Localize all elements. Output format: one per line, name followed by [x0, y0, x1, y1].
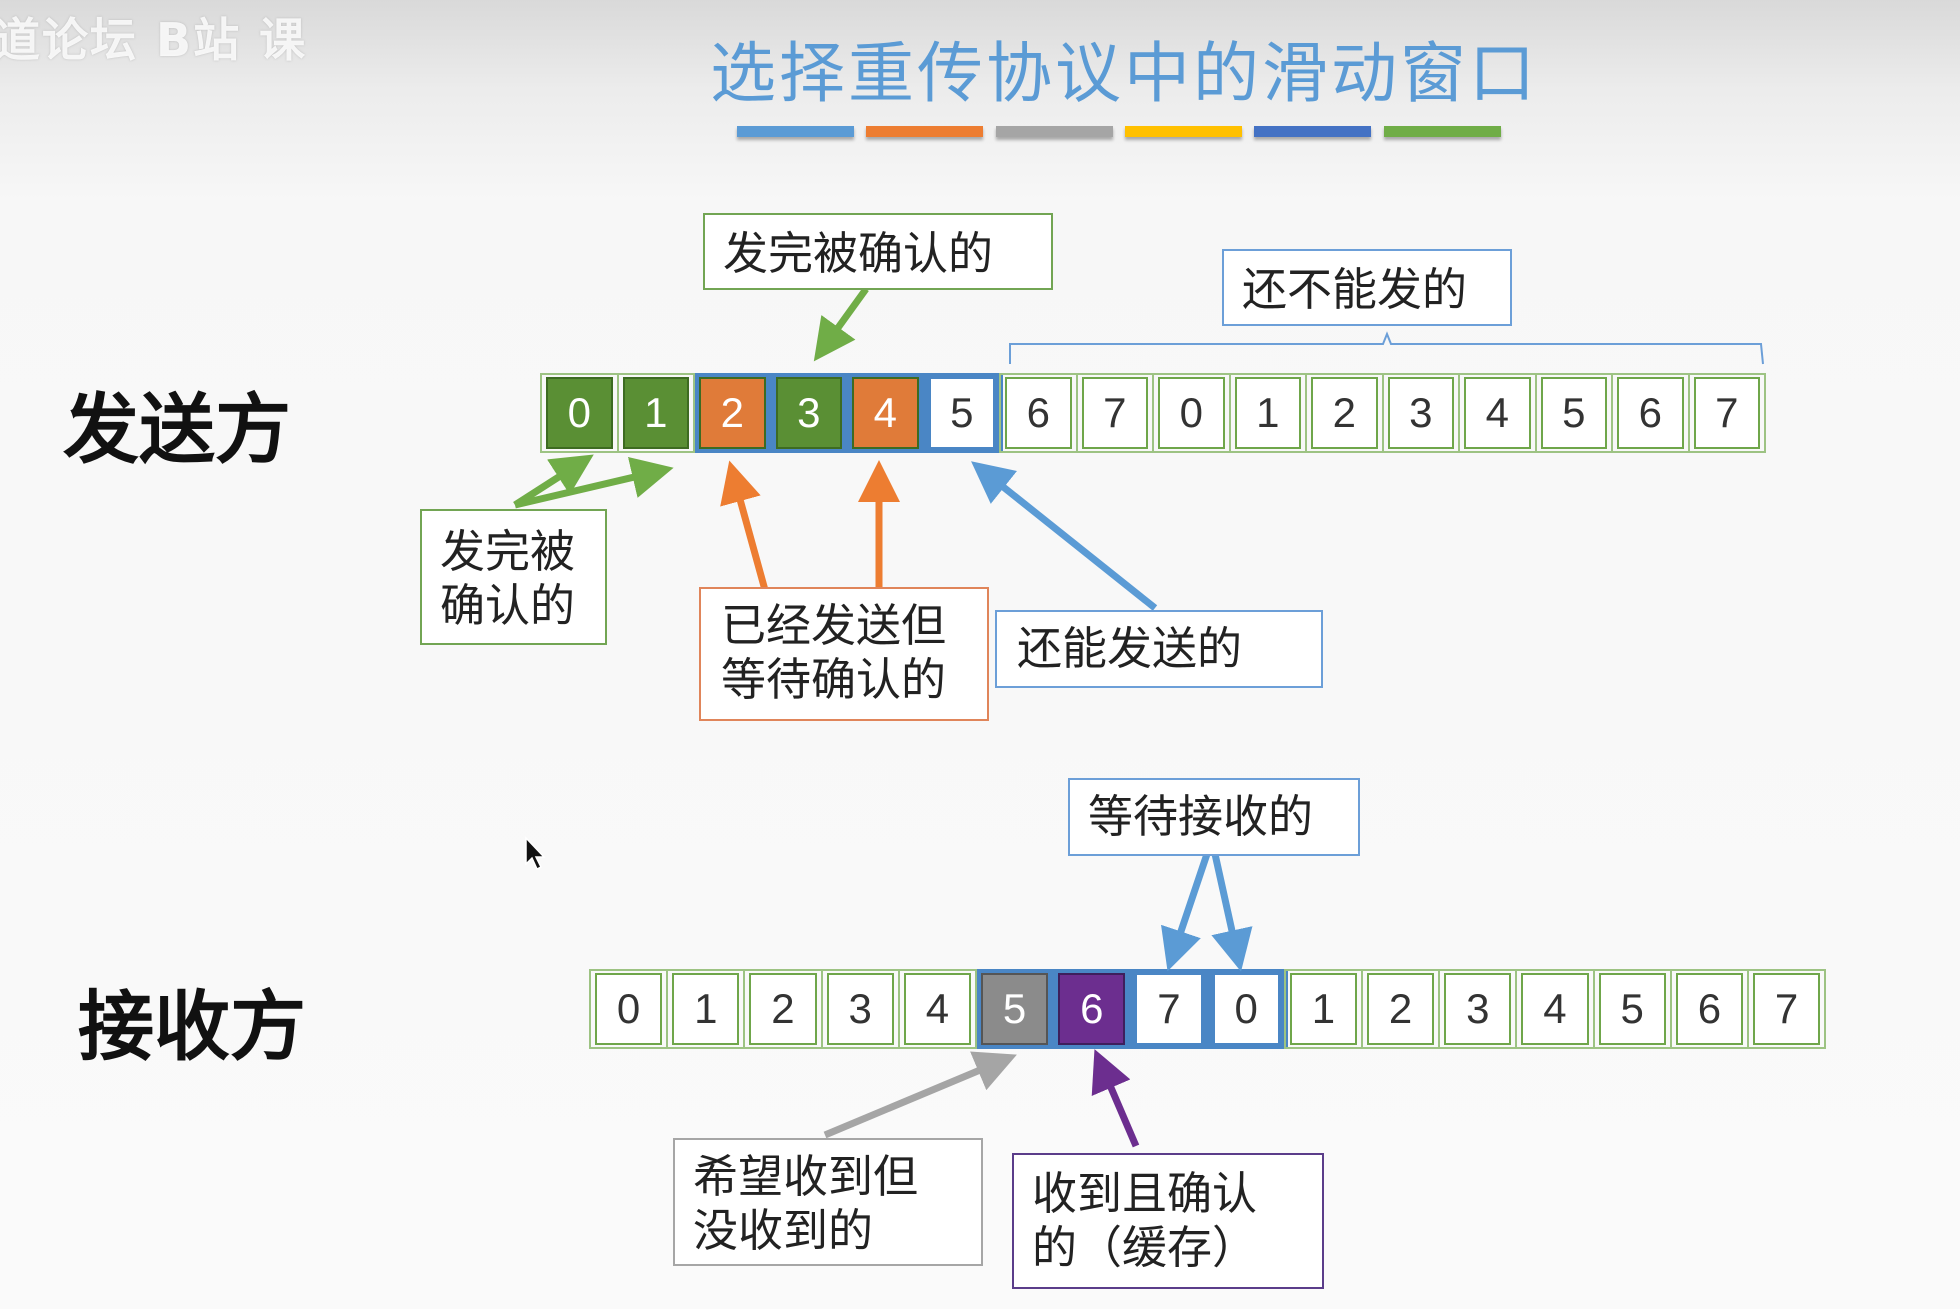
arrow-buffered: [1091, 1049, 1140, 1148]
sender-label: 发送方: [63, 385, 291, 474]
receiver-cell: 0: [595, 973, 663, 1045]
callout-can-send-text: 还能发送的: [1017, 622, 1243, 675]
receiver-cell: 4: [1521, 973, 1589, 1045]
sender-cell: 1: [622, 377, 689, 449]
receiver-cell: 5: [981, 973, 1049, 1045]
callout-acked-top: 发完被确认的: [703, 213, 1053, 290]
receiver-label: 接收方: [78, 982, 306, 1071]
arrow-can-send: [971, 461, 1158, 611]
receiver-cell: 6: [1675, 973, 1743, 1045]
receiver-cell: 0: [1212, 973, 1280, 1045]
receiver-cell: 7: [1753, 973, 1821, 1045]
sender-cell: 3: [1387, 377, 1454, 449]
callout-expected: 希望收到但 没收到的: [673, 1138, 983, 1266]
arrow-expected: [823, 1051, 1017, 1139]
sender-cell: 4: [1464, 377, 1531, 449]
receiver-cell: 5: [1598, 973, 1666, 1045]
sender-cell: 0: [546, 377, 613, 449]
slide-title: 选择重传协议中的滑动窗口: [710, 35, 1538, 112]
sender-cell: 6: [1005, 377, 1072, 449]
callout-waiting-receive-text: 等待接收的: [1088, 790, 1314, 843]
callout-waiting-ack: 已经发送但 等待确认的: [699, 587, 989, 721]
receiver-cell: 1: [672, 973, 740, 1045]
sender-cell: 6: [1617, 377, 1684, 449]
callout-acked-left: 发完被 确认的: [420, 509, 607, 645]
receiver-cell: 2: [1367, 973, 1435, 1045]
arrow-waiting-receive-0: [1211, 853, 1253, 972]
stripe-yellow: [1125, 126, 1242, 137]
stripe-green: [1384, 126, 1501, 137]
watermark-text: 道论坛 B站 课: [0, 13, 308, 67]
sender-cell: 0: [1158, 377, 1225, 449]
receiver-cell-frame: [1747, 969, 1827, 1049]
stripe-gray: [996, 126, 1113, 137]
callout-waiting-ack-line2: 等待确认的: [721, 653, 947, 706]
arrow-waiting-receive-7: [1161, 852, 1211, 972]
arrow-acked-left-0: [513, 454, 594, 508]
callout-waiting-receive: 等待接收的: [1068, 778, 1360, 856]
callout-acked-top-text: 发完被确认的: [723, 227, 994, 280]
sender-cell: 3: [775, 377, 842, 449]
callout-buffered-line1: 收到且确认: [1032, 1167, 1258, 1220]
callout-cannot-send: 还不能发的: [1222, 249, 1512, 326]
callout-waiting-ack-line1: 已经发送但: [721, 599, 947, 652]
arrow-acked-left-1: [514, 456, 674, 509]
stripe-blue: [737, 126, 854, 137]
callout-buffered: 收到且确认 的（缓存）: [1012, 1153, 1324, 1289]
receiver-cell: 4: [903, 973, 971, 1045]
sender-cell: 7: [1693, 377, 1760, 449]
receiver-cell: 7: [1135, 973, 1203, 1045]
callout-expected-line2: 没收到的: [693, 1204, 874, 1257]
arrow-waiting-2: [720, 460, 769, 591]
sender-cell-frame: [616, 373, 695, 453]
receiver-cell: 1: [1289, 973, 1357, 1045]
sender-cell: 2: [699, 377, 766, 449]
sender-cell: 2: [1311, 377, 1378, 449]
receiver-cell: 3: [826, 973, 894, 1045]
stripe-orange: [866, 126, 983, 137]
stripe-darkblue: [1254, 126, 1371, 137]
receiver-cell: 2: [749, 973, 817, 1045]
callout-acked-left-line2: 确认的: [440, 579, 576, 632]
callout-can-send: 还能发送的: [995, 610, 1323, 688]
receiver-cell: 3: [1444, 973, 1512, 1045]
sender-cell: 5: [1540, 377, 1607, 449]
callout-cannot-send-text: 还不能发的: [1242, 263, 1468, 316]
mouse-cursor-icon: [525, 836, 546, 871]
cannot-send-brace: [1009, 331, 1764, 365]
callout-expected-line1: 希望收到但: [693, 1150, 919, 1203]
sender-cell: 1: [1234, 377, 1301, 449]
arrow-acked-top: [813, 286, 869, 362]
receiver-cell: 6: [1058, 973, 1126, 1045]
sender-cell: 7: [1081, 377, 1148, 449]
sender-cell: 5: [928, 377, 995, 449]
callout-buffered-line2: 的（缓存）: [1032, 1221, 1258, 1274]
sender-cell-frame: [1687, 373, 1766, 453]
sender-cell: 4: [852, 377, 919, 449]
receiver-cell-frame: [897, 969, 977, 1049]
callout-acked-left-line1: 发完被: [440, 525, 576, 578]
